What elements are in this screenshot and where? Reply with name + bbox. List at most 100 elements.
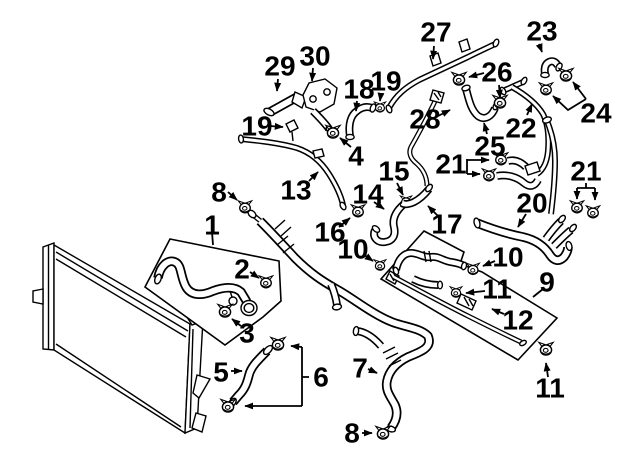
radiator-mount-tab-lower [191,412,207,433]
callout-11-lower: 11 [535,373,565,404]
arrow-2 [249,270,260,279]
arrow-19-left [269,122,284,130]
leader-1 [211,231,214,246]
aux-hose-upper [392,249,468,276]
arrow-28 [437,109,451,117]
housing-gasket-30 [302,78,338,113]
callout-30: 30 [299,41,330,72]
callout-19-upper: 19 [370,66,401,97]
clamp-11-middle [449,286,463,298]
callout-14: 14 [352,179,384,210]
arrow-11-middle [465,288,486,296]
arrow-13 [308,171,319,182]
upper-radiator-hose [153,256,258,317]
clamp-21-right-right [585,205,601,219]
arrow-12 [491,308,505,316]
arrow-26b [495,84,503,99]
lower-radiator-hose [220,336,286,413]
water-pipe-20-assembly [473,116,601,265]
thermostat-housing-group [263,78,341,139]
aux-pipe-12-line [392,274,528,347]
arrow-20 [517,213,527,228]
clamp-24-upper [558,67,574,82]
coolant-pipe-28 [407,89,445,187]
pipe-bracket-tab [312,148,325,159]
clamp-10-right [465,262,481,276]
callout-29: 29 [264,51,295,82]
callout-21-left: 21 [435,149,466,180]
callout-10-left: 10 [337,234,368,265]
arrow-18 [353,100,361,112]
callout-13: 13 [280,175,311,206]
callout-19-left: 19 [241,111,272,142]
callout-8-upper: 8 [211,177,227,208]
heater-hose-assembly [237,200,434,440]
arrow-29 [274,78,282,92]
callout-24: 24 [580,98,612,129]
callout-17: 17 [431,209,462,240]
radiator-mount-tab-left [32,288,44,305]
clamp-6-upper [270,336,286,351]
arrow-10-right [482,259,496,267]
pipe-bracket-20 [524,161,541,176]
arrow-15 [396,182,404,196]
arrow-26a [468,71,485,79]
callout-18: 18 [343,74,374,105]
callout-9: 9 [539,267,555,298]
callout-3: 3 [239,318,255,349]
callout-25: 25 [474,131,505,162]
clamp-10-left [373,259,387,271]
callout-20: 20 [516,188,547,219]
coolant-pipe-13 [237,119,366,218]
arrow-16 [338,217,351,228]
leader-arrows [211,43,599,437]
clamp-24-lower [538,82,554,96]
callout-22: 22 [505,113,536,144]
arrow-17 [427,205,439,217]
arrow-24a [572,81,587,100]
hose-bleeder-fitting [228,296,238,306]
clamp-4 [325,124,341,139]
leader-9 [532,288,544,298]
clamp-11-lower [538,341,554,356]
clamp-8-lower [375,425,391,440]
callout-12: 12 [502,305,533,336]
callout-21-right: 21 [570,156,601,187]
clamp-21-right-left [569,200,585,214]
clamp-19-upper [373,101,387,113]
bracket-21-right [577,183,595,189]
arrow-3 [231,318,242,327]
arrow-6-upper [290,343,303,351]
callout-16: 16 [314,217,345,248]
clamp-2 [258,275,274,289]
callout-26: 26 [481,57,512,88]
clamp-3 [217,303,233,318]
arrow-8-upper [227,191,238,201]
callout-15: 15 [378,156,409,187]
elbow-hose-17 [399,183,434,209]
radiator [32,242,212,435]
arrow-14 [373,201,385,210]
arrow-7 [367,366,378,374]
pipe-retainer-clip-19 [285,119,299,133]
callout-4: 4 [348,141,364,172]
elbow-hose-23 [538,57,574,96]
arrow-24b [552,95,587,112]
arrow-22 [525,103,533,116]
arrow-23 [535,43,543,53]
callout-7: 7 [352,353,368,384]
callout-11-middle: 11 [482,274,512,305]
clamp-21-left-lower [481,168,497,182]
pipe-bracket-27a [429,52,442,67]
aux-hose-branch [411,275,444,290]
arrow-19-upper [377,92,385,102]
arrow-4 [339,137,352,148]
callout-6: 6 [313,362,329,393]
callout-5: 5 [213,357,229,388]
clamp-8-upper [237,200,253,214]
arrow-25 [482,122,490,135]
callout-1: 1 [204,210,220,241]
callout-27: 27 [420,17,451,48]
